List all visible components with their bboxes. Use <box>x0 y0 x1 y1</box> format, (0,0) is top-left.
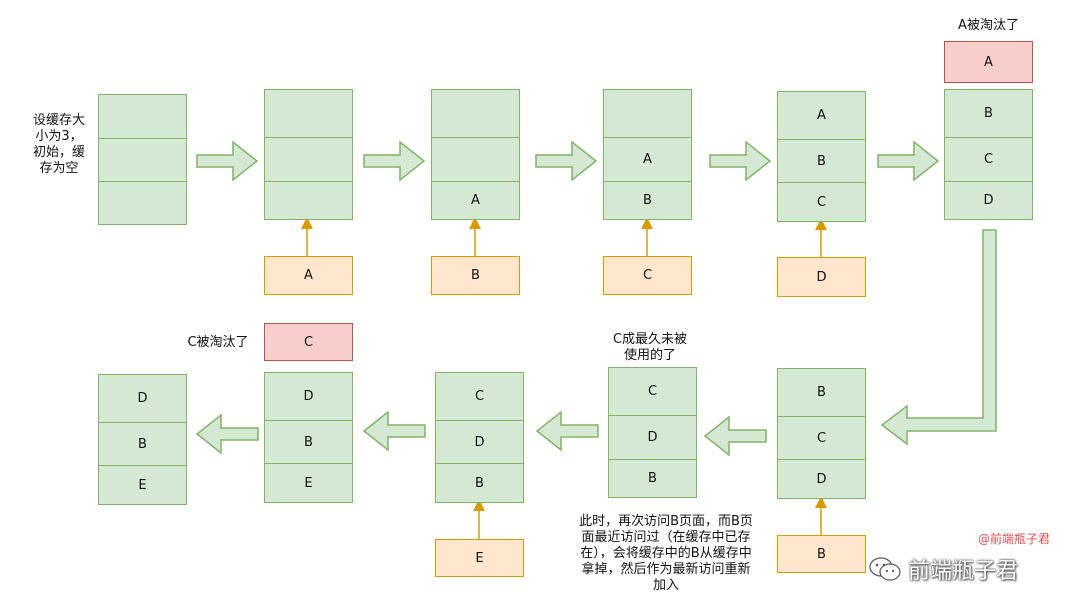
cache-slot <box>265 182 352 219</box>
cache-slot: A <box>471 193 480 208</box>
cache-slot: B <box>99 423 186 466</box>
cache-stack-1 <box>98 94 187 225</box>
cache-slot <box>432 138 519 182</box>
cache-slot: B <box>265 421 352 464</box>
cache-slot: C <box>816 194 827 210</box>
watermark-brand-text: 前端瓶子君 <box>908 559 1019 584</box>
cache-stack-4: A B <box>603 89 692 220</box>
flow-arrow-1 <box>196 140 259 182</box>
flow-arrow-elbow <box>880 229 997 446</box>
lru-note: C成最久未被使用的了 <box>612 332 688 363</box>
cache-slot: D <box>983 193 994 208</box>
cache-slot: C <box>609 368 696 416</box>
flow-arrow-9 <box>195 413 259 455</box>
cache-slot: B <box>475 475 484 491</box>
input-page-d: D <box>777 257 866 297</box>
cache-slot: D <box>609 416 696 460</box>
cache-slot: B <box>643 193 652 208</box>
flow-arrow-5 <box>877 140 940 182</box>
evicted-item-c: C <box>264 323 353 361</box>
cache-slot: B <box>945 90 1032 138</box>
wechat-icon <box>869 557 901 581</box>
revisit-note: 此时，再次访问B页面，而B页面最近访问过（在缓存中已存在），会将缓存中的B从缓存… <box>579 514 753 593</box>
intro-text: 设缓存大小为3，初始，缓存为空 <box>32 113 85 176</box>
cache-slot <box>604 90 691 138</box>
flow-arrow-8 <box>362 410 426 452</box>
evicted-item-a: A <box>944 41 1033 83</box>
cache-slot <box>99 139 186 182</box>
cache-slot: E <box>138 477 147 493</box>
cache-slot: E <box>304 475 313 491</box>
cache-slot: C <box>945 138 1032 182</box>
cache-slot: D <box>436 421 523 464</box>
flow-arrow-3 <box>535 140 598 182</box>
input-page-e: E <box>435 539 524 577</box>
cache-slot <box>99 95 186 139</box>
evict-note-c: C被淘汰了 <box>187 335 249 350</box>
flow-arrow-6 <box>703 415 767 457</box>
cache-stack-8: C D B <box>608 367 697 498</box>
cache-slot: A <box>604 138 691 182</box>
input-page-b-revisit: B <box>777 535 866 573</box>
cache-stack-2 <box>264 89 353 220</box>
cache-slot: D <box>816 471 827 487</box>
cache-slot: B <box>778 369 865 417</box>
cache-stack-3: A <box>431 89 520 220</box>
cache-slot <box>265 90 352 138</box>
cache-slot: C <box>778 417 865 460</box>
cache-slot: B <box>778 140 865 183</box>
watermark-brand: 前端瓶子君 <box>868 553 1018 585</box>
cache-slot: D <box>265 373 352 421</box>
evict-note-a: A被淘汰了 <box>958 18 1019 33</box>
cache-stack-9: C D B <box>435 372 524 503</box>
cache-stack-11: D B E <box>98 374 187 505</box>
flow-arrow-4 <box>709 140 772 182</box>
cache-slot <box>265 138 352 182</box>
watermark-handle: @前端瓶子君 <box>978 532 1051 546</box>
input-page-a: A <box>264 256 353 295</box>
cache-slot <box>99 182 186 224</box>
flow-arrow-7 <box>535 410 599 452</box>
cache-stack-10: D B E <box>264 372 353 503</box>
flow-arrow-2 <box>363 140 426 182</box>
cache-slot: B <box>648 471 657 486</box>
cache-slot: C <box>436 373 523 421</box>
cache-stack-6: B C D <box>944 89 1033 220</box>
cache-stack-7: B C D <box>777 368 866 499</box>
cache-slot: D <box>99 375 186 423</box>
cache-stack-5: A B C <box>777 91 866 222</box>
input-page-c: C <box>603 256 692 295</box>
cache-slot: A <box>778 92 865 140</box>
cache-slot <box>432 90 519 138</box>
input-page-b: B <box>431 256 520 295</box>
